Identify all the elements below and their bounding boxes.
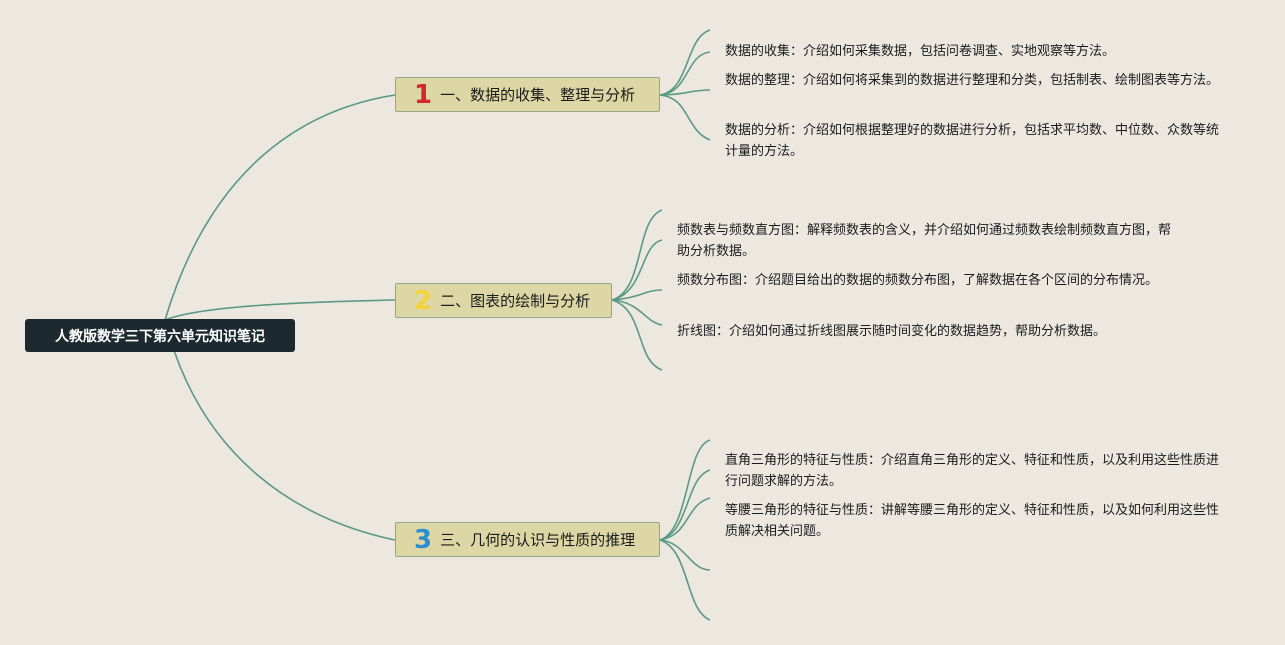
- number-1-badge-icon: 1: [414, 79, 433, 110]
- connector-b3-leaf-1: [659, 439, 711, 541]
- connector-b2-leaf-4: [611, 299, 663, 326]
- connector-b1-leaf-3: [659, 89, 711, 96]
- subtopic-frequency-histogram[interactable]: 频数表与频数直方图：解释频数表的含义，并介绍如何通过频数表绘制频数直方图，帮助分…: [677, 223, 1172, 259]
- branch-topic-1-label: 一、数据的收集、整理与分析: [440, 86, 636, 104]
- connector-b1-leaf-4: [659, 94, 711, 141]
- connector-b1-leaf-1: [659, 29, 711, 96]
- connector-b2-leaf-1: [611, 209, 663, 301]
- subtopic-right-triangle[interactable]: 直角三角形的特征与性质：介绍直角三角形的定义、特征和性质，以及利用这些性质进行问…: [725, 453, 1220, 489]
- number-2-badge-icon: 2: [414, 285, 433, 316]
- root-topic[interactable]: 人教版数学三下第六单元知识笔记: [25, 319, 295, 352]
- connector-b3-leaf-3: [659, 497, 711, 541]
- branch-topic-1[interactable]: 1 一、数据的收集、整理与分析: [395, 77, 660, 112]
- branch-topic-2[interactable]: 2 二、图表的绘制与分析: [395, 283, 612, 318]
- branch-topic-3[interactable]: 3 三、几何的认识与性质的推理: [395, 522, 660, 557]
- root-topic-label: 人教版数学三下第六单元知识笔记: [55, 328, 265, 345]
- connector-b2-leaf-2: [611, 239, 663, 301]
- subtopic-frequency-distribution[interactable]: 频数分布图：介绍题目给出的数据的频数分布图，了解数据在各个区间的分布情况。: [677, 273, 1159, 288]
- connector-root-branch-1: [164, 94, 396, 321]
- subtopic-isosceles-triangle[interactable]: 等腰三角形的特征与性质：讲解等腰三角形的定义、特征和性质，以及如何利用这些性质解…: [725, 503, 1220, 539]
- branch-topic-3-label: 三、几何的认识与性质的推理: [440, 531, 636, 549]
- connector-b2-leaf-3: [611, 289, 663, 301]
- connector-b3-leaf-2: [659, 469, 711, 541]
- subtopic-data-collection[interactable]: 数据的收集：介绍如何采集数据，包括问卷调查、实地观察等方法。: [725, 44, 1116, 59]
- branch-topic-2-label: 二、图表的绘制与分析: [440, 292, 591, 310]
- connector-root-branch-3: [164, 319, 396, 541]
- connector-b2-leaf-5: [611, 299, 663, 371]
- connector-root-branch-2: [164, 299, 396, 321]
- connector-b1-leaf-2: [659, 51, 711, 96]
- subtopic-line-chart[interactable]: 折线图：介绍如何通过折线图展示随时间变化的数据趋势，帮助分析数据。: [677, 324, 1107, 339]
- subtopic-data-organizing[interactable]: 数据的整理：介绍如何将采集到的数据进行整理和分类，包括制表、绘制图表等方法。: [725, 73, 1220, 88]
- number-3-badge-icon: 3: [414, 524, 433, 555]
- connector-b3-leaf-5: [659, 539, 711, 621]
- subtopic-data-analysis[interactable]: 数据的分析：介绍如何根据整理好的数据进行分析，包括求平均数、中位数、众数等统计量…: [725, 123, 1220, 159]
- connector-b3-leaf-4: [659, 539, 711, 571]
